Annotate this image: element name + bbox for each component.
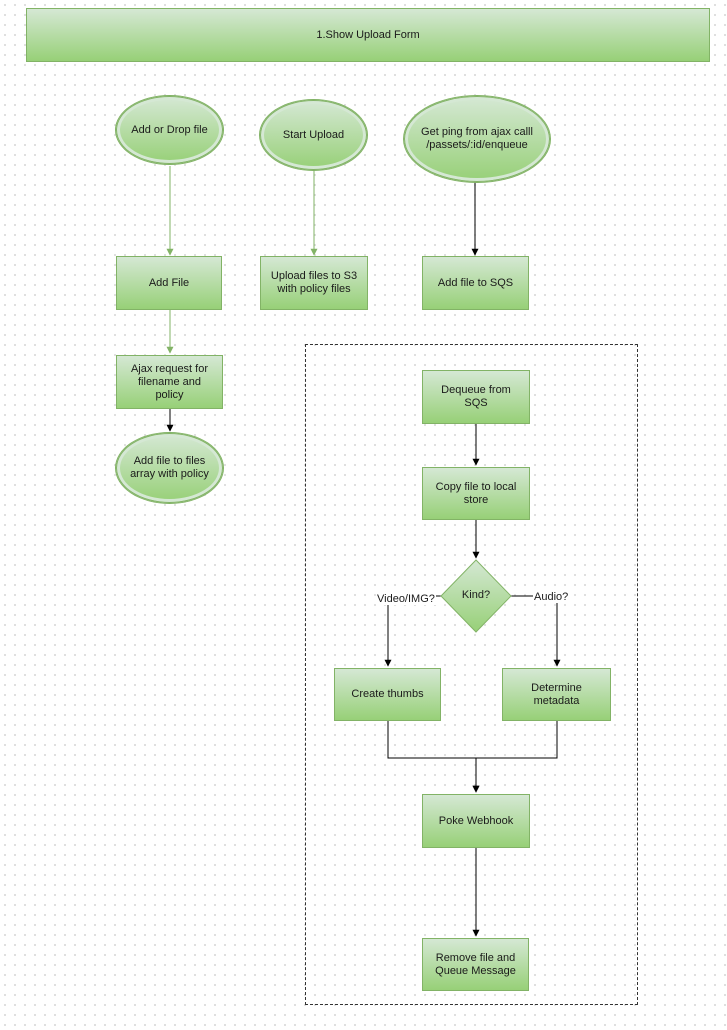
ajax-request-label: Ajax request for filename and policy: [130, 362, 209, 401]
determine-metadata-node[interactable]: Determine metadata: [502, 668, 611, 721]
copy-to-local-store-label: Copy file to local store: [435, 480, 517, 506]
upload-to-s3-node[interactable]: Upload files to S3 with policy files: [260, 256, 368, 310]
ajax-request-node[interactable]: Ajax request for filename and policy: [116, 355, 223, 409]
show-upload-form-label: 1.Show Upload Form: [316, 28, 420, 41]
remove-file-node[interactable]: Remove file and Queue Message: [422, 938, 529, 991]
poke-webhook-label: Poke Webhook: [438, 814, 514, 827]
dequeue-from-sqs-label: Dequeue from SQS: [441, 384, 511, 409]
add-to-files-array-label: Add file to files array with policy: [130, 455, 209, 480]
determine-metadata-label: Determine metadata: [531, 681, 582, 707]
get-ping-label: Get ping from ajax calll /passets/:id/en…: [421, 126, 533, 151]
start-upload-label: Start Upload: [282, 128, 345, 141]
add-file-label: Add File: [148, 276, 190, 289]
remove-file-label: Remove file and Queue Message: [435, 951, 516, 977]
worker-process-container: [305, 344, 638, 1005]
show-upload-form-header[interactable]: 1.Show Upload Form: [26, 8, 710, 62]
upload-to-s3-label: Upload files to S3 with policy files: [270, 270, 358, 295]
kind-label: Kind?: [461, 589, 491, 601]
dequeue-from-sqs-node[interactable]: Dequeue from SQS: [422, 370, 530, 424]
audio-edge-label: Audio?: [533, 591, 570, 603]
add-or-drop-file-node[interactable]: Add or Drop file: [116, 96, 223, 164]
add-file-to-sqs-label: Add file to SQS: [437, 276, 514, 289]
add-to-files-array-node[interactable]: Add file to files array with policy: [116, 433, 223, 503]
start-upload-node[interactable]: Start Upload: [260, 100, 367, 170]
poke-webhook-node[interactable]: Poke Webhook: [422, 794, 530, 848]
copy-to-local-store-node[interactable]: Copy file to local store: [422, 467, 530, 520]
create-thumbs-node[interactable]: Create thumbs: [334, 668, 441, 721]
edge-determine-metadata-to-poke-webhook: [472, 721, 558, 793]
video-img-edge-label: Video/IMG?: [376, 593, 436, 605]
add-file-to-sqs-node[interactable]: Add file to SQS: [422, 256, 529, 310]
add-or-drop-file-label: Add or Drop file: [131, 123, 208, 136]
create-thumbs-label: Create thumbs: [351, 688, 424, 700]
kind-decision-diamond[interactable]: [440, 559, 512, 633]
add-file-node[interactable]: Add File: [116, 256, 222, 310]
get-ping-node[interactable]: Get ping from ajax calll /passets/:id/en…: [404, 96, 550, 182]
